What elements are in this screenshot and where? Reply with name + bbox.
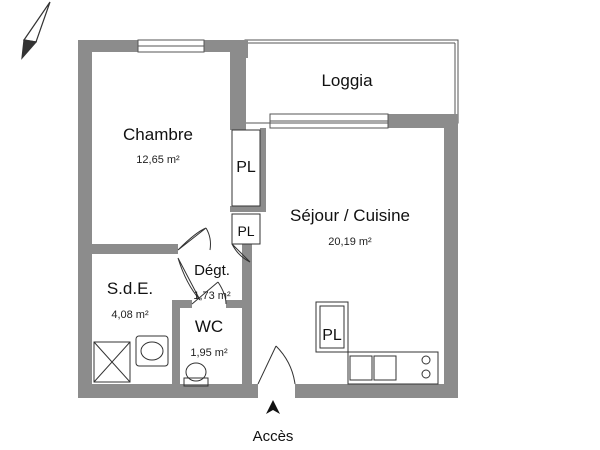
room-degt-name: Dégt. <box>194 262 230 279</box>
walls <box>78 40 458 398</box>
room-wc-area: 1,95 m² <box>190 347 228 359</box>
room-sejour-name: Séjour / Cuisine <box>290 206 410 225</box>
room-loggia-name: Loggia <box>321 71 373 90</box>
sink <box>349 355 373 381</box>
placard-middle-label: PL <box>237 223 254 239</box>
room-chambre-area: 12,65 m² <box>136 154 180 166</box>
doors <box>177 227 296 385</box>
room-chambre-name: Chambre <box>123 125 193 144</box>
entrance-arrow-icon <box>266 400 280 414</box>
north-arrow-icon <box>21 1 51 60</box>
shower-tray <box>93 341 131 383</box>
washbasin <box>135 335 169 367</box>
access-label: Accès <box>253 428 294 445</box>
room-wc-name: WC <box>195 317 223 336</box>
placard-kitchen-label: PL <box>322 327 342 344</box>
placard-upper-label: PL <box>236 159 256 176</box>
room-sde-area: 4,08 m² <box>111 309 149 321</box>
windows <box>137 39 389 129</box>
fixtures <box>93 335 439 387</box>
hob <box>421 355 431 365</box>
kitchen-counter <box>347 351 439 385</box>
toilet-bowl <box>185 362 207 382</box>
room-degt-area: 1,73 m² <box>193 290 231 302</box>
room-sejour-area: 20,19 m² <box>328 236 372 248</box>
room-sde-name: S.d.E. <box>107 279 153 298</box>
placard-outlines <box>231 129 349 353</box>
